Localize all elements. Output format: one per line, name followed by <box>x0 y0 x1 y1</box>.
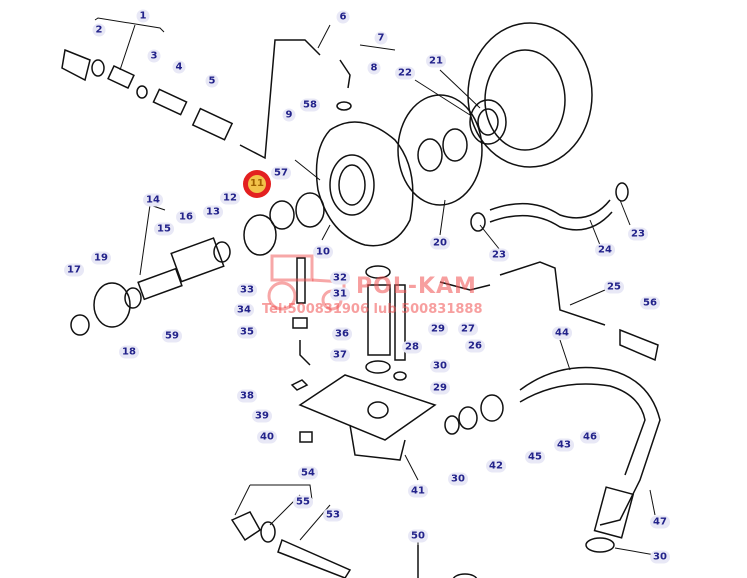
callout-label-14: 14 <box>143 193 163 207</box>
callout-label-34: 34 <box>234 303 254 317</box>
callout-label-11: 11 <box>248 175 266 193</box>
callout-label-53: 53 <box>323 508 343 522</box>
seal-ring <box>397 94 483 206</box>
center-parts <box>290 257 504 461</box>
callout-label-58: 58 <box>300 98 320 112</box>
callout-label-4: 4 <box>172 60 186 74</box>
pump-body-part <box>315 121 414 247</box>
callout-label-13: 13 <box>203 205 223 219</box>
callout-label-16: 16 <box>176 210 196 224</box>
strainer-part <box>230 511 478 578</box>
callout-label-43: 43 <box>554 438 574 452</box>
callout-label-41: 41 <box>408 484 428 498</box>
callout-label-23: 23 <box>628 227 648 241</box>
housing-part <box>467 22 593 168</box>
watermark-phone: Tel:500831906 lub 500831888 <box>262 302 483 317</box>
callout-label-29: 29 <box>428 322 448 336</box>
callout-label-31: 31 <box>330 287 350 301</box>
callout-label-44: 44 <box>552 326 572 340</box>
pipes <box>439 182 661 553</box>
callout-label-42: 42 <box>486 459 506 473</box>
callout-label-17: 17 <box>64 263 84 277</box>
callout-label-18: 18 <box>119 345 139 359</box>
callout-label-20: 20 <box>430 236 450 250</box>
o-ring <box>417 138 443 172</box>
callout-label-22: 22 <box>395 66 415 80</box>
callout-label-56: 56 <box>640 296 660 310</box>
callout-label-45: 45 <box>525 450 545 464</box>
callout-label-5: 5 <box>205 74 219 88</box>
callout-label-30: 30 <box>448 472 468 486</box>
watermark-brand: POL-KAM <box>356 274 477 299</box>
o-ring <box>442 128 468 162</box>
callout-label-12: 12 <box>220 191 240 205</box>
callout-label-33: 33 <box>237 283 257 297</box>
callout-label-25: 25 <box>604 280 624 294</box>
callout-label-7: 7 <box>374 31 388 45</box>
callout-label-35: 35 <box>237 325 257 339</box>
callout-label-50: 50 <box>408 529 428 543</box>
callout-label-28: 28 <box>402 340 422 354</box>
callout-label-38: 38 <box>237 389 257 403</box>
callout-label-1: 1 <box>136 9 150 23</box>
callout-label-36: 36 <box>332 327 352 341</box>
callout-label-3: 3 <box>147 49 161 63</box>
callout-label-37: 37 <box>330 348 350 362</box>
callout-label-46: 46 <box>580 430 600 444</box>
callout-label-55: 55 <box>293 495 313 509</box>
callout-label-6: 6 <box>336 10 350 24</box>
callout-label-9: 9 <box>282 108 296 122</box>
callout-label-23: 23 <box>489 248 509 262</box>
callout-label-21: 21 <box>426 54 446 68</box>
callout-label-30: 30 <box>430 359 450 373</box>
callout-label-29: 29 <box>430 381 450 395</box>
callout-label-27: 27 <box>458 322 478 336</box>
callout-label-19: 19 <box>91 251 111 265</box>
callout-label-15: 15 <box>154 222 174 236</box>
callout-label-10: 10 <box>313 245 333 259</box>
callout-label-30: 30 <box>650 550 670 564</box>
callout-label-40: 40 <box>257 430 277 444</box>
callout-label-2: 2 <box>92 23 106 37</box>
shaft-assembly <box>61 39 352 336</box>
callout-label-57: 57 <box>271 166 291 180</box>
callout-label-24: 24 <box>595 243 615 257</box>
callout-label-59: 59 <box>162 329 182 343</box>
callout-label-8: 8 <box>367 61 381 75</box>
callout-label-39: 39 <box>252 409 272 423</box>
callout-label-26: 26 <box>465 339 485 353</box>
callout-label-32: 32 <box>330 271 350 285</box>
callout-label-47: 47 <box>650 515 670 529</box>
callout-label-54: 54 <box>298 466 318 480</box>
